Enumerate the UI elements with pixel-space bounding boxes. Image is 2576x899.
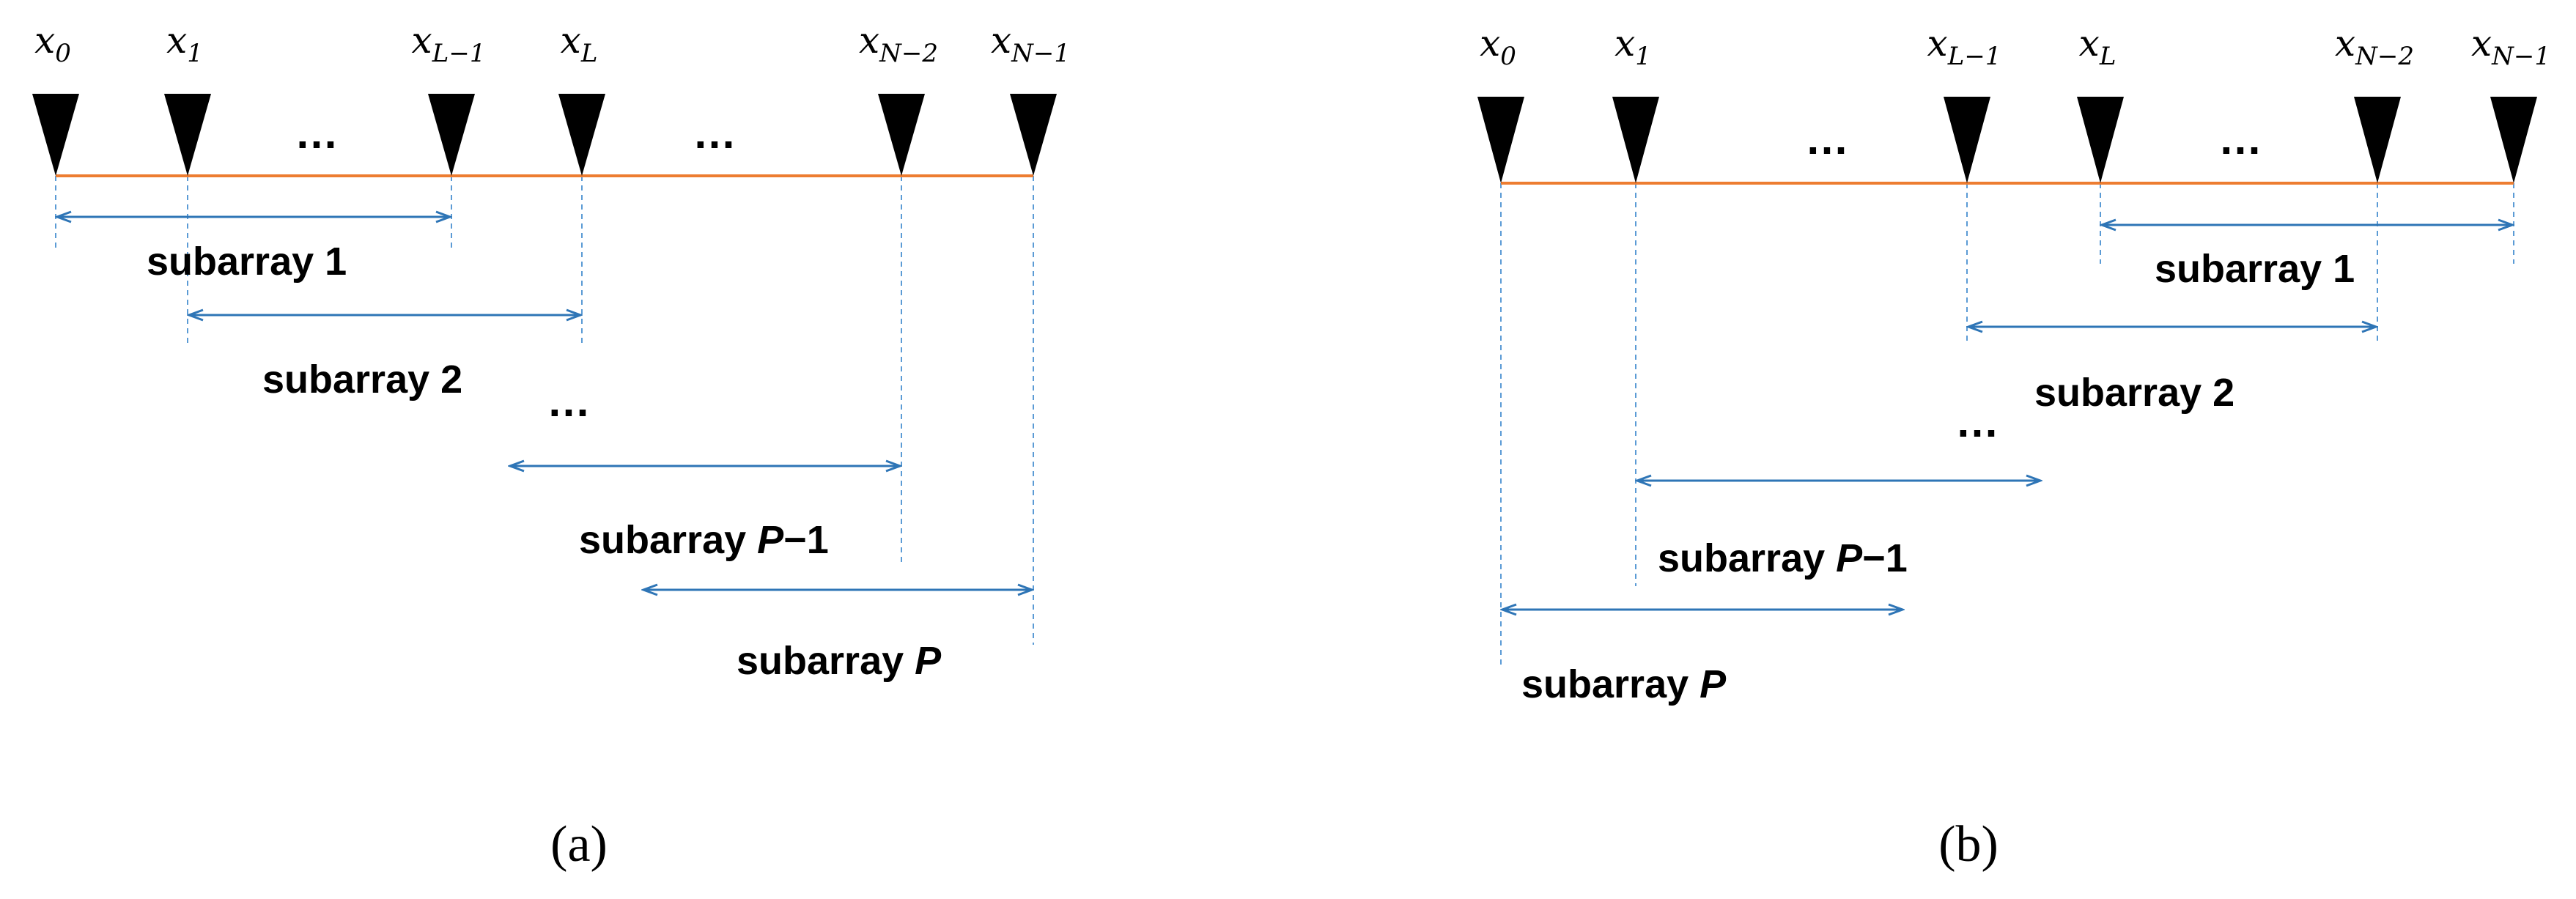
sensor-triangle-icon xyxy=(1612,97,1659,183)
sensor-label-subscript: 0 xyxy=(1500,42,1516,71)
sensor-label-base: x xyxy=(2471,22,2492,64)
sensor-label: x1 xyxy=(166,19,203,68)
sensor-triangle-icon xyxy=(2490,97,2537,183)
sensor-label-base: x xyxy=(34,19,55,62)
sensor-label-base: x xyxy=(1480,22,1500,64)
sensor-label: xN−1 xyxy=(991,19,1070,68)
subarray-label-text: subarray xyxy=(737,639,915,683)
subarray-label-text: subarray xyxy=(147,240,325,284)
subarray-label-number: 1 xyxy=(2333,247,2355,291)
sensor-ellipsis: … xyxy=(295,108,339,158)
sensor-label-subscript: N−1 xyxy=(2491,42,2550,71)
subarray-label-variable: P xyxy=(915,639,942,683)
sensor-ellipsis: … xyxy=(2218,114,2262,163)
subarray-label-number: 2 xyxy=(440,358,462,402)
sensor-label-subscript: L−1 xyxy=(432,39,486,68)
subarray-ellipsis: … xyxy=(1955,397,1999,446)
subarray-label: subarray P−1 xyxy=(1658,536,1908,580)
subarray-label: subarray P xyxy=(1521,662,1727,706)
subarray-label-number: 2 xyxy=(2213,371,2234,415)
sensor-label-base: x xyxy=(166,19,187,62)
sensor-label-base: x xyxy=(2335,22,2355,64)
sensor-label-subscript: 1 xyxy=(1635,42,1651,71)
sensor-label: xL−1 xyxy=(412,19,486,68)
sensor-label: xL xyxy=(561,19,598,68)
sensor-label-base: x xyxy=(2079,22,2100,64)
sensor-label-base: x xyxy=(1614,22,1635,64)
sensor-label: xN−1 xyxy=(2471,22,2550,71)
sensor-ellipsis: … xyxy=(1805,114,1849,163)
subarray-ellipsis: … xyxy=(547,377,591,426)
sensor-label-subscript: L xyxy=(580,39,598,68)
sensor-label-subscript: N−2 xyxy=(879,39,938,68)
panel-caption: (a) xyxy=(550,816,608,873)
sensor-label-base: x xyxy=(1927,22,1948,64)
subarray-label: subarray P xyxy=(737,639,942,683)
subarray-label: subarray 1 xyxy=(2155,247,2355,291)
subarray-label-text: subarray xyxy=(1521,662,1700,706)
sensor-label: x0 xyxy=(1480,22,1516,71)
subarray-label: subarray P−1 xyxy=(579,518,829,562)
subarray-label: subarray 1 xyxy=(147,240,347,284)
sensor-label: xN−2 xyxy=(2335,22,2414,71)
sensor-label: xL−1 xyxy=(1927,22,2001,71)
subarray-label-text: subarray xyxy=(2155,247,2333,291)
subarray-label-text: subarray xyxy=(1658,536,1836,580)
sensor-ellipsis: … xyxy=(693,108,737,158)
sensor-label-base: x xyxy=(991,19,1011,62)
subarray-label-variable: P xyxy=(1836,536,1863,580)
sensor-label-base: x xyxy=(412,19,432,62)
sensor-label: x1 xyxy=(1614,22,1651,71)
sensor-label-subscript: N−1 xyxy=(1011,39,1070,68)
sensor-label: xN−2 xyxy=(859,19,938,68)
sensor-triangle-icon xyxy=(164,94,211,176)
subarray-label: subarray 2 xyxy=(262,358,462,402)
subarray-label-number: 1 xyxy=(325,240,347,284)
sensor-triangle-icon xyxy=(1010,94,1057,176)
subarray-label-text: subarray xyxy=(579,518,757,562)
sensor-label-subscript: N−2 xyxy=(2355,42,2414,71)
sensor-label: x0 xyxy=(34,19,71,68)
subarray-label-text: subarray xyxy=(262,358,440,402)
sensor-triangle-icon xyxy=(2077,97,2124,183)
panel-caption: (b) xyxy=(1938,816,1999,873)
sensor-label-subscript: L xyxy=(2099,42,2116,71)
subarray-label-variable: P xyxy=(757,518,784,562)
sensor-triangle-icon xyxy=(1477,97,1524,183)
sensor-label-subscript: 0 xyxy=(55,39,71,68)
subarray-label-text: subarray xyxy=(2034,371,2213,415)
sensor-triangle-icon xyxy=(1944,97,1990,183)
subarray-label-number: −1 xyxy=(1862,536,1908,580)
sensor-label-base: x xyxy=(561,19,581,62)
subarray-label-variable: P xyxy=(1700,662,1727,706)
sensor-triangle-icon xyxy=(428,94,475,176)
sensor-label-base: x xyxy=(859,19,879,62)
sensor-label-subscript: 1 xyxy=(187,39,203,68)
sensor-label-subscript: L−1 xyxy=(1947,42,2001,71)
sensor-triangle-icon xyxy=(32,94,79,176)
sensor-label: xL xyxy=(2079,22,2116,71)
sensor-triangle-icon xyxy=(878,94,925,176)
sensor-triangle-icon xyxy=(2354,97,2401,183)
subarray-label-number: −1 xyxy=(783,518,829,562)
sensor-triangle-icon xyxy=(558,94,605,176)
subarray-label: subarray 2 xyxy=(2034,371,2234,415)
